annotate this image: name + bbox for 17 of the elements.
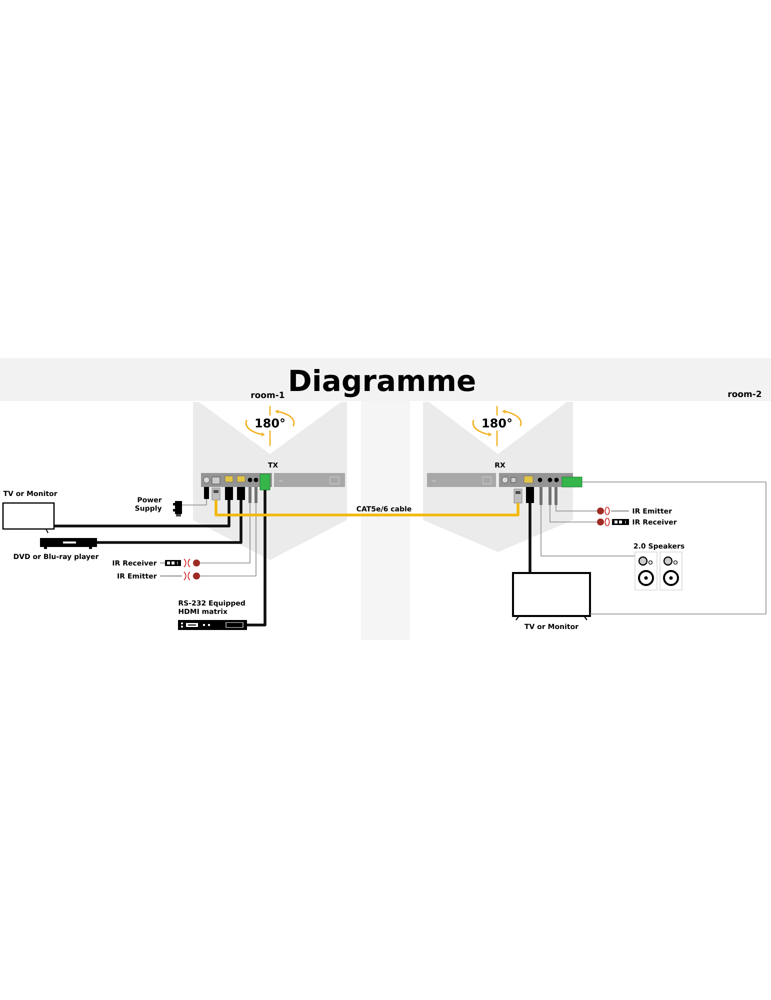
room-label: room-2 — [728, 390, 762, 398]
cable — [247, 490, 266, 626]
cable — [182, 498, 207, 506]
diagram-title: Diagramme — [290, 368, 475, 398]
cable — [214, 500, 520, 516]
cable — [200, 502, 256, 576]
cable — [54, 500, 230, 528]
cable — [540, 504, 636, 556]
cable — [556, 504, 598, 512]
room-label: room-1 — [251, 392, 284, 398]
cable — [582, 482, 766, 614]
cable — [550, 504, 598, 522]
cable — [97, 500, 242, 544]
rotation-label: 180° — [482, 418, 512, 428]
rotation-label: 180° — [256, 418, 284, 428]
cable — [200, 502, 250, 564]
cable — [528, 503, 532, 573]
